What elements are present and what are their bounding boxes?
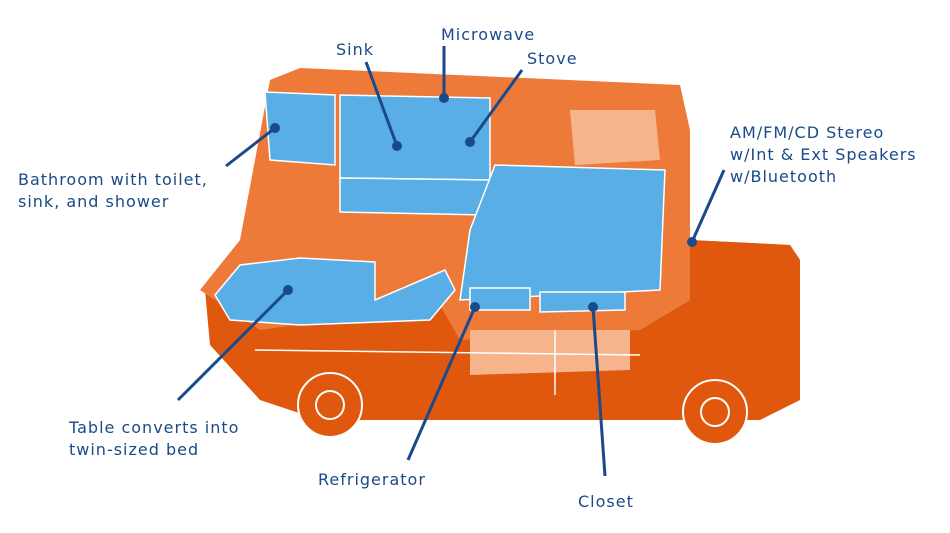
storage-panel: [470, 330, 630, 375]
callout-lines: [176, 46, 726, 477]
bathroom-interior: [264, 91, 336, 166]
label-table: Table converts into twin-sized bed: [69, 418, 240, 459]
dinette-seating: [214, 257, 456, 326]
label-refrigerator: Refrigerator: [318, 470, 426, 489]
body-trim-line: [254, 349, 641, 356]
closet-area: [539, 291, 626, 313]
rear-wheel-hub: [315, 390, 345, 420]
label-microwave: Microwave: [441, 25, 536, 44]
front-wheel-hub: [700, 397, 730, 427]
label-stereo: AM/FM/CD Stereo w/Int & Ext Speakers w/B…: [730, 123, 917, 186]
kitchen-counter: [339, 94, 491, 181]
callout-dots: [270, 93, 697, 312]
fridge-closet-area: [469, 287, 531, 311]
label-closet: Closet: [578, 492, 634, 511]
label-sink: Sink: [336, 40, 375, 59]
overcab-window: [570, 110, 660, 165]
rv-cab: [690, 240, 800, 410]
label-bathroom: Bathroom with toilet, sink, and shower: [18, 170, 208, 211]
bed-area: [459, 164, 666, 301]
label-stove: Stove: [527, 49, 578, 68]
kitchen-cabinets: [339, 177, 491, 216]
